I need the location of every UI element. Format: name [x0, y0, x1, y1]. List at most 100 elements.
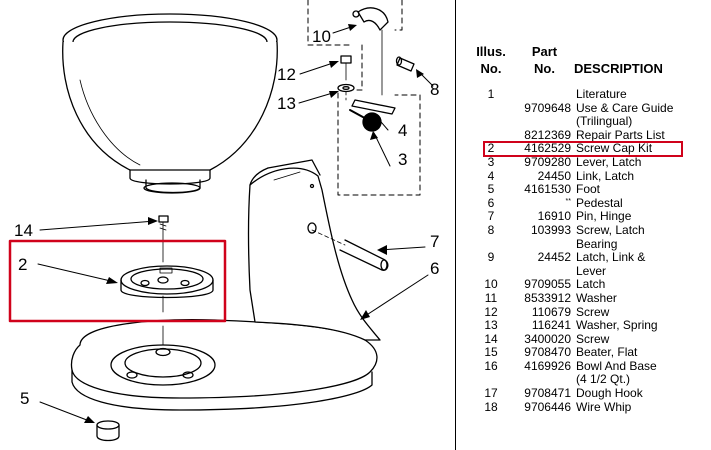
table-row: 12 110679 Screw	[470, 304, 705, 320]
callout-14: 14	[14, 221, 33, 240]
row-part-number: 9708471	[524, 386, 571, 401]
row-description: Link, Latch	[576, 168, 635, 183]
row-description: Beater, Flat	[576, 345, 638, 360]
row-number: 2	[487, 141, 495, 156]
row-description: Lever, Latch	[576, 154, 642, 169]
row-description: Pin, Hinge	[576, 209, 632, 224]
row-part-number: 4169926	[524, 358, 571, 373]
row-number: 5	[487, 182, 495, 197]
row-part-number: 110679	[531, 304, 571, 319]
row-description: Dough Hook	[576, 386, 643, 401]
row-part-number: 3400020	[524, 331, 571, 346]
row-part-number: 4162529	[524, 141, 571, 156]
row-part-number: 9708470	[524, 345, 571, 360]
row-part-number: 116241	[531, 318, 571, 333]
row-description: Screw	[576, 331, 610, 346]
row-number: 12	[484, 304, 498, 319]
row-description: Literature	[576, 87, 627, 101]
table-row: 2 4162529 Screw Cap Kit	[470, 142, 705, 156]
highlight-row-screw-cap-kit	[483, 141, 683, 157]
row-part-number: 8533912	[524, 290, 571, 305]
callout-2: 2	[18, 255, 27, 274]
row-part-number: **	[565, 197, 571, 205]
callout-10: 10	[312, 27, 331, 46]
screw-part-14	[158, 215, 169, 263]
row-number: 6	[487, 195, 495, 210]
row-description: Latch, Link &	[576, 250, 646, 265]
header-illus-line1: Illus.	[476, 44, 506, 59]
row-description: Bowl And Base	[576, 358, 657, 373]
foot	[96, 420, 120, 442]
parts-list-table: Illus. No. Part No. DESCRIPTION 1 Literat…	[470, 44, 705, 414]
callout-6: 6	[430, 259, 439, 278]
row-number: 14	[484, 331, 498, 346]
row-number: 18	[484, 399, 498, 414]
callout-4: 4	[398, 121, 407, 140]
header-illus-line2: No.	[480, 61, 502, 76]
row-number: 16	[484, 358, 498, 373]
row-number: 13	[484, 318, 498, 333]
header-part-line1: Part	[531, 44, 558, 59]
row-description: Washer, Spring	[576, 318, 658, 333]
table-row: (Trilingual)	[470, 115, 705, 129]
header-description: DESCRIPTION	[574, 61, 663, 76]
table-row: 14 3400020 Screw	[470, 331, 705, 347]
latch-assembly	[307, 0, 421, 196]
mixing-bowl	[62, 13, 278, 194]
callout-13: 13	[277, 94, 296, 113]
table-row: 16 4169926 Bowl And Base	[470, 358, 705, 374]
row-part-number: 24452	[537, 250, 571, 265]
row-part-number: 4161530	[524, 182, 571, 197]
table-row: 8212369 Repair Parts List	[470, 127, 705, 143]
row-description: Repair Parts List	[576, 127, 665, 142]
row-description: Screw Cap Kit	[576, 141, 653, 156]
row-number: 8	[487, 222, 495, 237]
row-description: Pedestal	[576, 195, 623, 210]
table-row: 1 Literature	[470, 87, 705, 102]
callout-7: 7	[430, 232, 439, 251]
row-number: 1	[487, 87, 495, 101]
table-row: 13 116241 Washer, Spring	[470, 318, 705, 333]
callout-12: 12	[277, 65, 296, 84]
row-number: 17	[484, 386, 498, 401]
row-description: Wire Whip	[576, 399, 632, 414]
highlight-box-part-2	[8, 239, 227, 323]
screw-cap	[120, 265, 214, 313]
row-description: Lever	[576, 263, 607, 278]
table-row: 9 24452 Latch, Link &	[470, 251, 705, 265]
table-header: Illus. No. Part No. DESCRIPTION	[470, 44, 705, 79]
table-row: (4 1/2 Qt.)	[470, 373, 705, 387]
table-row: 3 9709280 Lever, Latch	[470, 154, 705, 170]
table-row: Lever	[470, 263, 705, 279]
row-description: (4 1/2 Qt.)	[576, 372, 631, 387]
row-description: Screw	[576, 304, 610, 319]
callout-3: 3	[398, 150, 407, 169]
row-number: 4	[487, 168, 495, 183]
leader-lines	[37, 25, 434, 423]
table-row: 6 ** Pedestal	[470, 195, 705, 211]
callout-5: 5	[20, 389, 29, 408]
row-description: (Trilingual)	[576, 114, 633, 129]
row-description: Foot	[576, 182, 601, 197]
row-part-number: 8212369	[524, 127, 571, 142]
row-description: Use & Care Guide	[576, 100, 674, 115]
table-row: 17 9708471 Dough Hook	[470, 386, 705, 401]
row-number: 3	[487, 154, 495, 169]
row-number: 11	[484, 290, 498, 305]
row-part-number: 9709280	[524, 154, 571, 169]
row-description: Bearing	[576, 236, 618, 251]
row-number: 9	[487, 250, 495, 265]
table-row: Bearing	[470, 236, 705, 252]
table-row: 5 4161530 Foot	[470, 183, 705, 197]
header-part-line2: No.	[534, 61, 555, 76]
table-row: 15 9708470 Beater, Flat	[470, 346, 705, 360]
row-description: Latch	[576, 277, 606, 292]
row-number: 15	[484, 345, 498, 360]
callout-8: 8	[430, 80, 439, 99]
